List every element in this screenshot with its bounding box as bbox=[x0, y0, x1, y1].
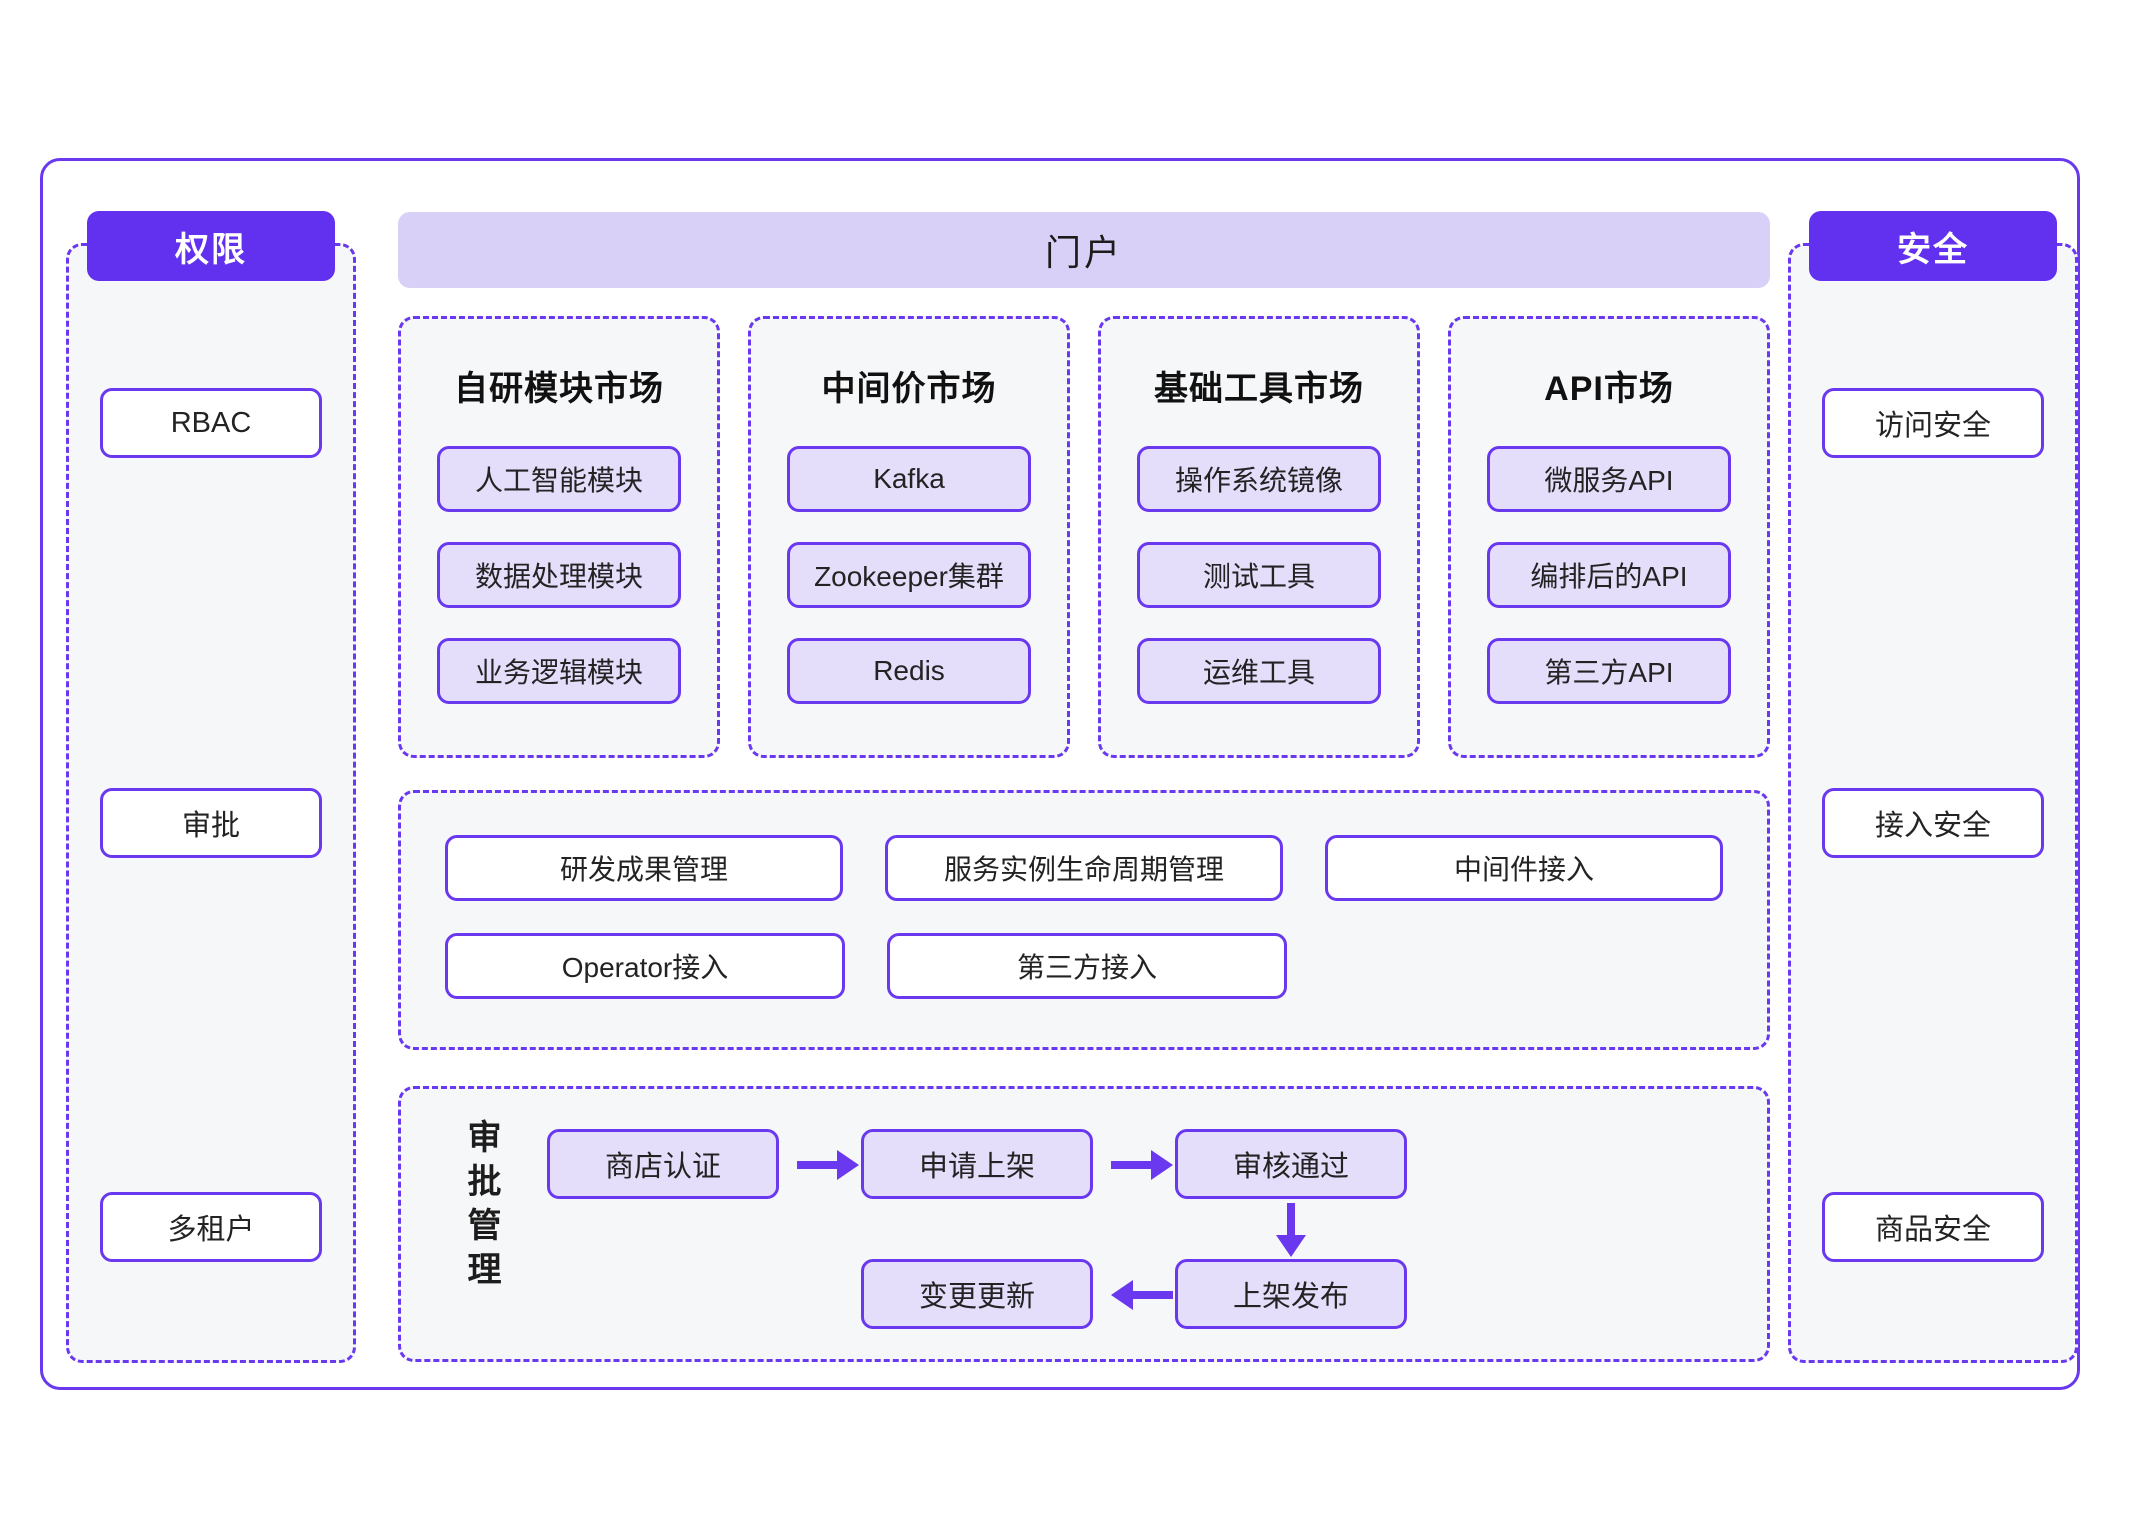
market-column-base-tools: 基础工具市场 操作系统镜像 测试工具 运维工具 bbox=[1098, 316, 1420, 758]
capability-row-1: 研发成果管理 服务实例生命周期管理 中间件接入 bbox=[445, 835, 1723, 901]
market-item[interactable]: 数据处理模块 bbox=[437, 542, 681, 608]
portal-banner: 门户 bbox=[398, 212, 1770, 288]
security-item-access[interactable]: 访问安全 bbox=[1822, 388, 2044, 458]
market-title: API市场 bbox=[1544, 370, 1674, 408]
capability-item-service-lifecycle[interactable]: 服务实例生命周期管理 bbox=[885, 835, 1283, 901]
workflow-node-apply-listing[interactable]: 申请上架 bbox=[861, 1129, 1093, 1199]
market-item[interactable]: Kafka bbox=[787, 446, 1031, 512]
workflow-node-store-certification[interactable]: 商店认证 bbox=[547, 1129, 779, 1199]
market-item[interactable]: 操作系统镜像 bbox=[1137, 446, 1381, 512]
approval-workflow-panel: 审批管理 商店认证 申请上架 审核通过 上架发布 变更更新 bbox=[398, 1086, 1770, 1362]
market-item[interactable]: 运维工具 bbox=[1137, 638, 1381, 704]
security-column-header: 安全 bbox=[1809, 211, 2057, 281]
market-item[interactable]: Redis bbox=[787, 638, 1031, 704]
market-column-self-developed: 自研模块市场 人工智能模块 数据处理模块 业务逻辑模块 bbox=[398, 316, 720, 758]
workflow-node-review-passed[interactable]: 审核通过 bbox=[1175, 1129, 1407, 1199]
market-title: 中间价市场 bbox=[821, 370, 997, 408]
market-item[interactable]: 人工智能模块 bbox=[437, 446, 681, 512]
permission-column: 权限 RBAC 审批 多租户 bbox=[66, 211, 356, 1363]
security-column: 安全 访问安全 接入安全 商品安全 bbox=[1788, 211, 2078, 1363]
market-title: 基础工具市场 bbox=[1154, 370, 1364, 408]
capability-item-rd-results[interactable]: 研发成果管理 bbox=[445, 835, 843, 901]
market-item[interactable]: 微服务API bbox=[1487, 446, 1731, 512]
markets-row: 自研模块市场 人工智能模块 数据处理模块 业务逻辑模块 中间价市场 Kafka … bbox=[398, 316, 1770, 758]
permission-column-header: 权限 bbox=[87, 211, 335, 281]
permission-item-approval[interactable]: 审批 bbox=[100, 788, 322, 858]
workflow-title: 审批管理 bbox=[462, 1119, 500, 1295]
market-column-middleware: 中间价市场 Kafka Zookeeper集群 Redis bbox=[748, 316, 1070, 758]
capability-panel: 研发成果管理 服务实例生命周期管理 中间件接入 Operator接入 第三方接入 bbox=[398, 790, 1770, 1050]
security-item-connection[interactable]: 接入安全 bbox=[1822, 788, 2044, 858]
permission-item-multitenant[interactable]: 多租户 bbox=[100, 1192, 322, 1262]
workflow-node-change-update[interactable]: 变更更新 bbox=[861, 1259, 1093, 1329]
capability-row-2: Operator接入 第三方接入 bbox=[445, 933, 1723, 999]
capability-item-third-party-access[interactable]: 第三方接入 bbox=[887, 933, 1287, 999]
workflow-node-publish-listing[interactable]: 上架发布 bbox=[1175, 1259, 1407, 1329]
permission-item-rbac[interactable]: RBAC bbox=[100, 388, 322, 458]
market-item[interactable]: 编排后的API bbox=[1487, 542, 1731, 608]
security-item-product[interactable]: 商品安全 bbox=[1822, 1192, 2044, 1262]
market-item[interactable]: 测试工具 bbox=[1137, 542, 1381, 608]
capability-item-middleware-access[interactable]: 中间件接入 bbox=[1325, 835, 1723, 901]
arrow-down-icon bbox=[1276, 1203, 1306, 1257]
market-item[interactable]: 第三方API bbox=[1487, 638, 1731, 704]
arrow-right-icon bbox=[797, 1150, 859, 1180]
market-item[interactable]: Zookeeper集群 bbox=[787, 542, 1031, 608]
market-column-api: API市场 微服务API 编排后的API 第三方API bbox=[1448, 316, 1770, 758]
arrow-right-icon bbox=[1111, 1150, 1173, 1180]
market-item[interactable]: 业务逻辑模块 bbox=[437, 638, 681, 704]
arrow-left-icon bbox=[1111, 1280, 1173, 1310]
market-title: 自研模块市场 bbox=[454, 370, 664, 408]
capability-item-operator-access[interactable]: Operator接入 bbox=[445, 933, 845, 999]
